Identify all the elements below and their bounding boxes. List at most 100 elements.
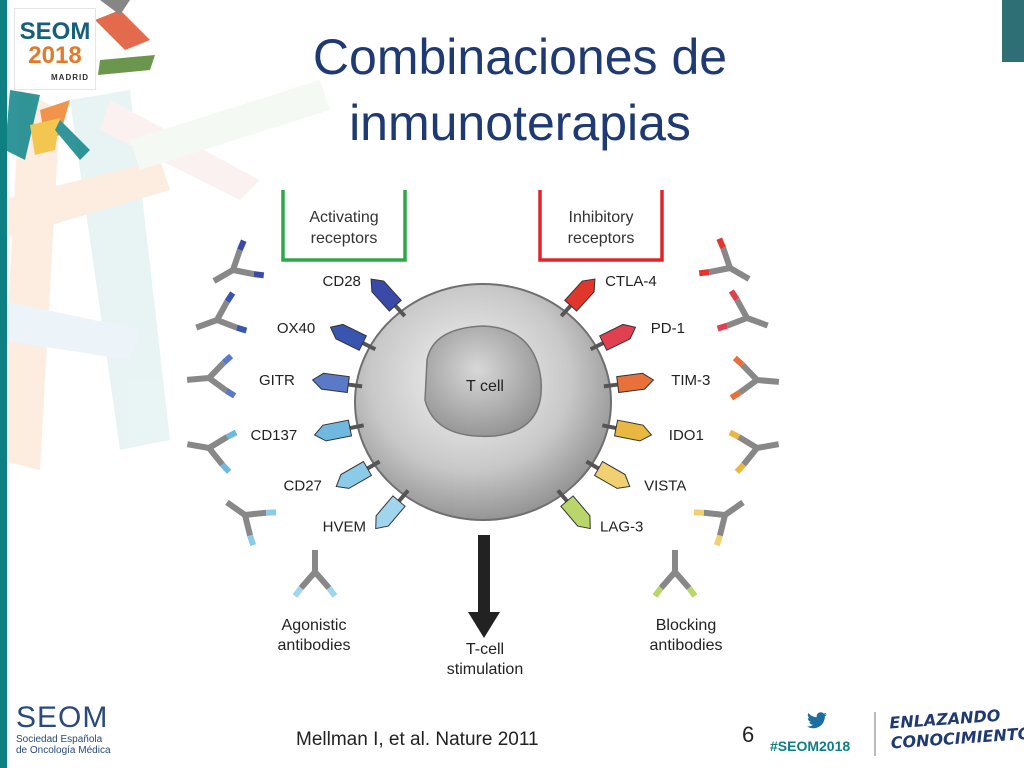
receptor-label-hvem: HVEM [323,519,366,536]
receptor-label-pd-1: PD-1 [651,320,685,337]
receptor-stem [348,382,363,389]
antibody-tip [728,289,740,302]
antibody-tip [292,586,304,598]
receptor-stem [556,489,569,503]
agonistic-antibody-hvem [292,550,338,598]
t-cell-nucleus [424,325,543,438]
slogan: ENLAZANDO CONOCIMIENTO [889,705,1024,754]
slide-title-line-1: Combinaciones de [312,29,728,85]
receptor-lag-3 [556,489,591,530]
antibody-arm [720,246,733,269]
antibody-arm [195,317,219,331]
receptor-body [311,372,350,394]
receptor-hvem [375,489,410,530]
blocking-antibody-pd-1 [716,289,769,332]
logo-city: MADRID [51,73,89,82]
receptor-stem [393,304,407,318]
antibody-tip [713,534,723,547]
receptor-stem [589,341,605,352]
antibody-tip [326,586,338,598]
footer-divider [874,712,876,756]
receptor-label-ctla-4: CTLA-4 [605,273,657,290]
receptor-marks: CD28OX40GITRCD137CD27HVEMCTLA-4PD-1TIM-3… [186,237,780,598]
blocking-antibody-tim-3 [729,355,780,401]
receptor-cd28 [370,278,407,318]
antibody-tip [221,353,234,365]
logo-name: SEOM [19,18,91,45]
t-cell-label: T cell [466,378,504,395]
antibody-arm [207,375,228,393]
receptor-body [598,323,637,351]
receptor-stem [366,459,381,471]
footer-org-sub-2: de Oncología Médica [16,745,111,756]
antibody-tip [686,586,698,598]
receptor-body [564,278,596,312]
antibody-tip [225,429,238,440]
antibody-tip [729,390,742,401]
activating-box-line-2: receptors [311,230,378,247]
antibody-tip [732,355,745,367]
antibody-arm [242,514,253,537]
antibody-arm [186,441,210,451]
blocking-antibody-ido1 [728,429,780,474]
citation: Mellman I, et al. Nature 2011 [296,729,539,750]
receptor-label-tim-3: TIM-3 [671,372,710,389]
antibody-arm [717,514,728,537]
left-accent-bar [0,0,7,768]
activating-box-line-1: Activating [309,209,378,226]
antibody-tip [253,271,265,279]
stimulation-arrow-head [468,612,500,638]
twitter-icon[interactable] [806,712,828,730]
receptor-body [313,419,353,442]
antibody-arm [658,570,678,590]
agonistic-antibody-cd27 [225,499,277,547]
receptor-label-cd28: CD28 [323,273,361,290]
blocking-antibody-ctla-4 [698,237,751,282]
antibody-arm [312,570,332,590]
antibody-tip [224,388,237,399]
receptor-body [370,278,402,312]
footer-org-name: SEOM [16,701,109,734]
antibody-tip [698,269,710,277]
slide-number: 6 [742,722,755,747]
slide-title-line-2: inmunoterapias [349,95,691,151]
receptor-stem [603,382,618,389]
receptor-body [375,495,406,530]
antibody-arm [212,267,235,284]
antibody-arm [225,499,247,518]
blocking-label-line-2: antibodies [650,637,723,654]
receptor-label-lag-3: LAG-3 [600,519,643,536]
receptor-stem [361,341,377,352]
antibody-tip [237,239,247,252]
blocking-antibody-lag-3 [652,550,698,598]
receptor-body [593,460,631,489]
slide-title: Combinaciones de inmunoterapias [250,24,790,156]
receptor-stem [585,459,600,471]
antibody-arm [726,315,749,329]
antibody-arm [232,267,255,278]
receptor-vista [585,459,631,489]
inhibitory-box-line-2: receptors [568,230,635,247]
receptor-ctla-4 [559,278,596,318]
receptor-body [335,460,373,489]
antibody-arm [215,317,238,331]
agonistic-antibody-cd137 [186,429,238,474]
hashtag: #SEOM2018 [770,738,851,754]
logo-year: 2018 [28,42,82,69]
antibody-arm [740,362,760,383]
receptor-body [560,495,591,530]
stimulation-label-line-2: stimulation [447,661,523,678]
antibody-tip [247,534,257,547]
antibody-tip [235,324,248,334]
receptor-cd27 [335,459,381,489]
footer-org-sub-1: Sociedad Española [16,734,103,745]
antibody-tip [224,291,236,304]
receptor-label-ox40: OX40 [277,320,315,337]
antibody-arm [206,360,226,381]
antibody-tip [728,429,741,440]
corner-accent [1002,0,1024,62]
seom-footer-logo: SEOM Sociedad Española de Oncología Médi… [16,701,126,757]
antibody-tip [716,322,729,332]
antibody-tip [716,237,726,250]
antibody-arm [672,570,692,590]
